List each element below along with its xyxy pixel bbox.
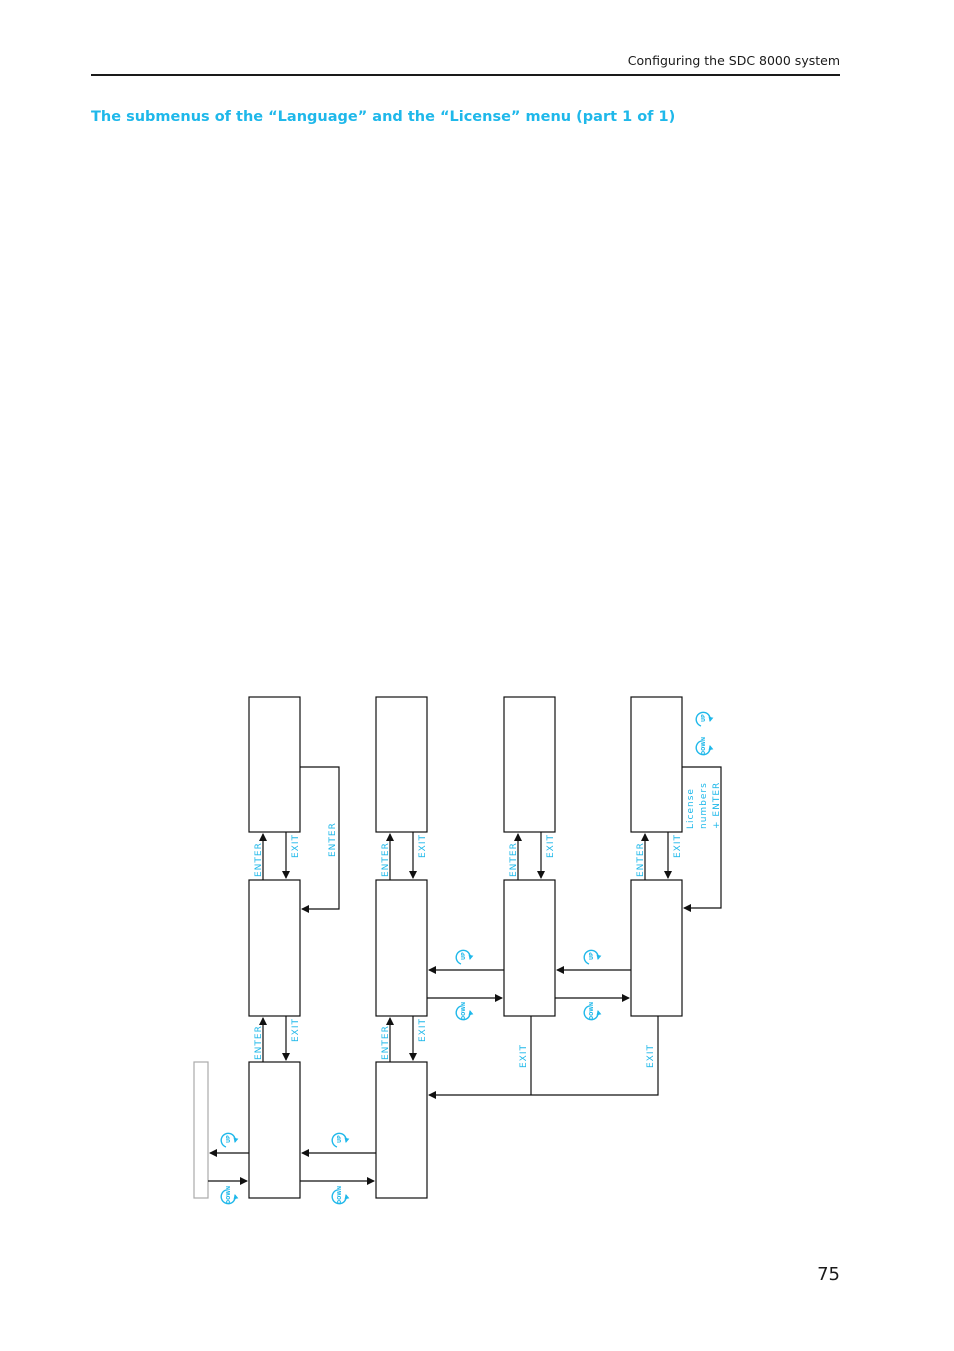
exit-label: EXIT xyxy=(418,834,428,858)
enter-label: ENTER xyxy=(328,822,338,857)
menu-box xyxy=(503,879,556,1017)
menu-box xyxy=(630,696,683,833)
running-head: Configuring the SDC 8000 system xyxy=(627,53,840,68)
svg-text:DOWN: DOWN xyxy=(226,1186,232,1204)
exit-label: EXIT xyxy=(291,1018,301,1042)
down-knob-icon: DOWN xyxy=(583,1002,602,1021)
svg-text:UP: UP xyxy=(337,1135,343,1143)
section-title: The submenus of the “Language” and the “… xyxy=(91,109,676,125)
exit-label: EXIT xyxy=(291,834,301,858)
license-label-line1: License xyxy=(686,788,696,829)
menu-box xyxy=(503,696,556,833)
svg-text:UP: UP xyxy=(589,952,595,960)
enter-label: ENTER xyxy=(636,842,646,877)
main-menu-box xyxy=(193,1061,209,1199)
license-label-line2: numbers xyxy=(699,782,709,829)
menu-box xyxy=(375,879,428,1017)
down-knob-icon: DOWN xyxy=(695,737,714,756)
menu-box xyxy=(248,1061,301,1199)
enter-label: ENTER xyxy=(381,1025,391,1060)
exit-label: EXIT xyxy=(519,1044,529,1068)
license-label-line3: + ENTER xyxy=(712,782,722,829)
svg-text:DOWN: DOWN xyxy=(701,737,707,755)
menu-box xyxy=(248,879,301,1017)
down-knob-icon: DOWN xyxy=(331,1186,350,1205)
header-rule xyxy=(91,74,840,76)
up-knob-icon: UP xyxy=(331,1132,350,1148)
up-knob-icon: UP xyxy=(583,949,602,965)
down-knob-icon: DOWN xyxy=(455,1002,474,1021)
down-knob-icon: DOWN xyxy=(220,1186,239,1205)
enter-label: ENTER xyxy=(254,1025,264,1060)
svg-text:UP: UP xyxy=(461,952,467,960)
svg-text:DOWN: DOWN xyxy=(461,1002,467,1020)
enter-label: ENTER xyxy=(254,842,264,877)
menu-box xyxy=(248,696,301,833)
svg-text:UP: UP xyxy=(701,714,707,722)
menu-box xyxy=(630,879,683,1017)
menu-box xyxy=(375,1061,428,1199)
exit-label: EXIT xyxy=(546,834,556,858)
up-knob-icon: UP xyxy=(220,1132,239,1148)
svg-text:UP: UP xyxy=(226,1135,232,1143)
page-number: 75 xyxy=(817,1264,840,1285)
exit-label: EXIT xyxy=(673,834,683,858)
menu-box xyxy=(375,696,428,833)
up-knob-icon: UP xyxy=(455,949,474,965)
enter-label: ENTER xyxy=(381,842,391,877)
up-knob-icon: UP xyxy=(695,711,714,727)
exit-label: EXIT xyxy=(646,1044,656,1068)
enter-label: ENTER xyxy=(509,842,519,877)
svg-text:DOWN: DOWN xyxy=(337,1186,343,1204)
exit-label: EXIT xyxy=(418,1018,428,1042)
svg-text:DOWN: DOWN xyxy=(589,1002,595,1020)
